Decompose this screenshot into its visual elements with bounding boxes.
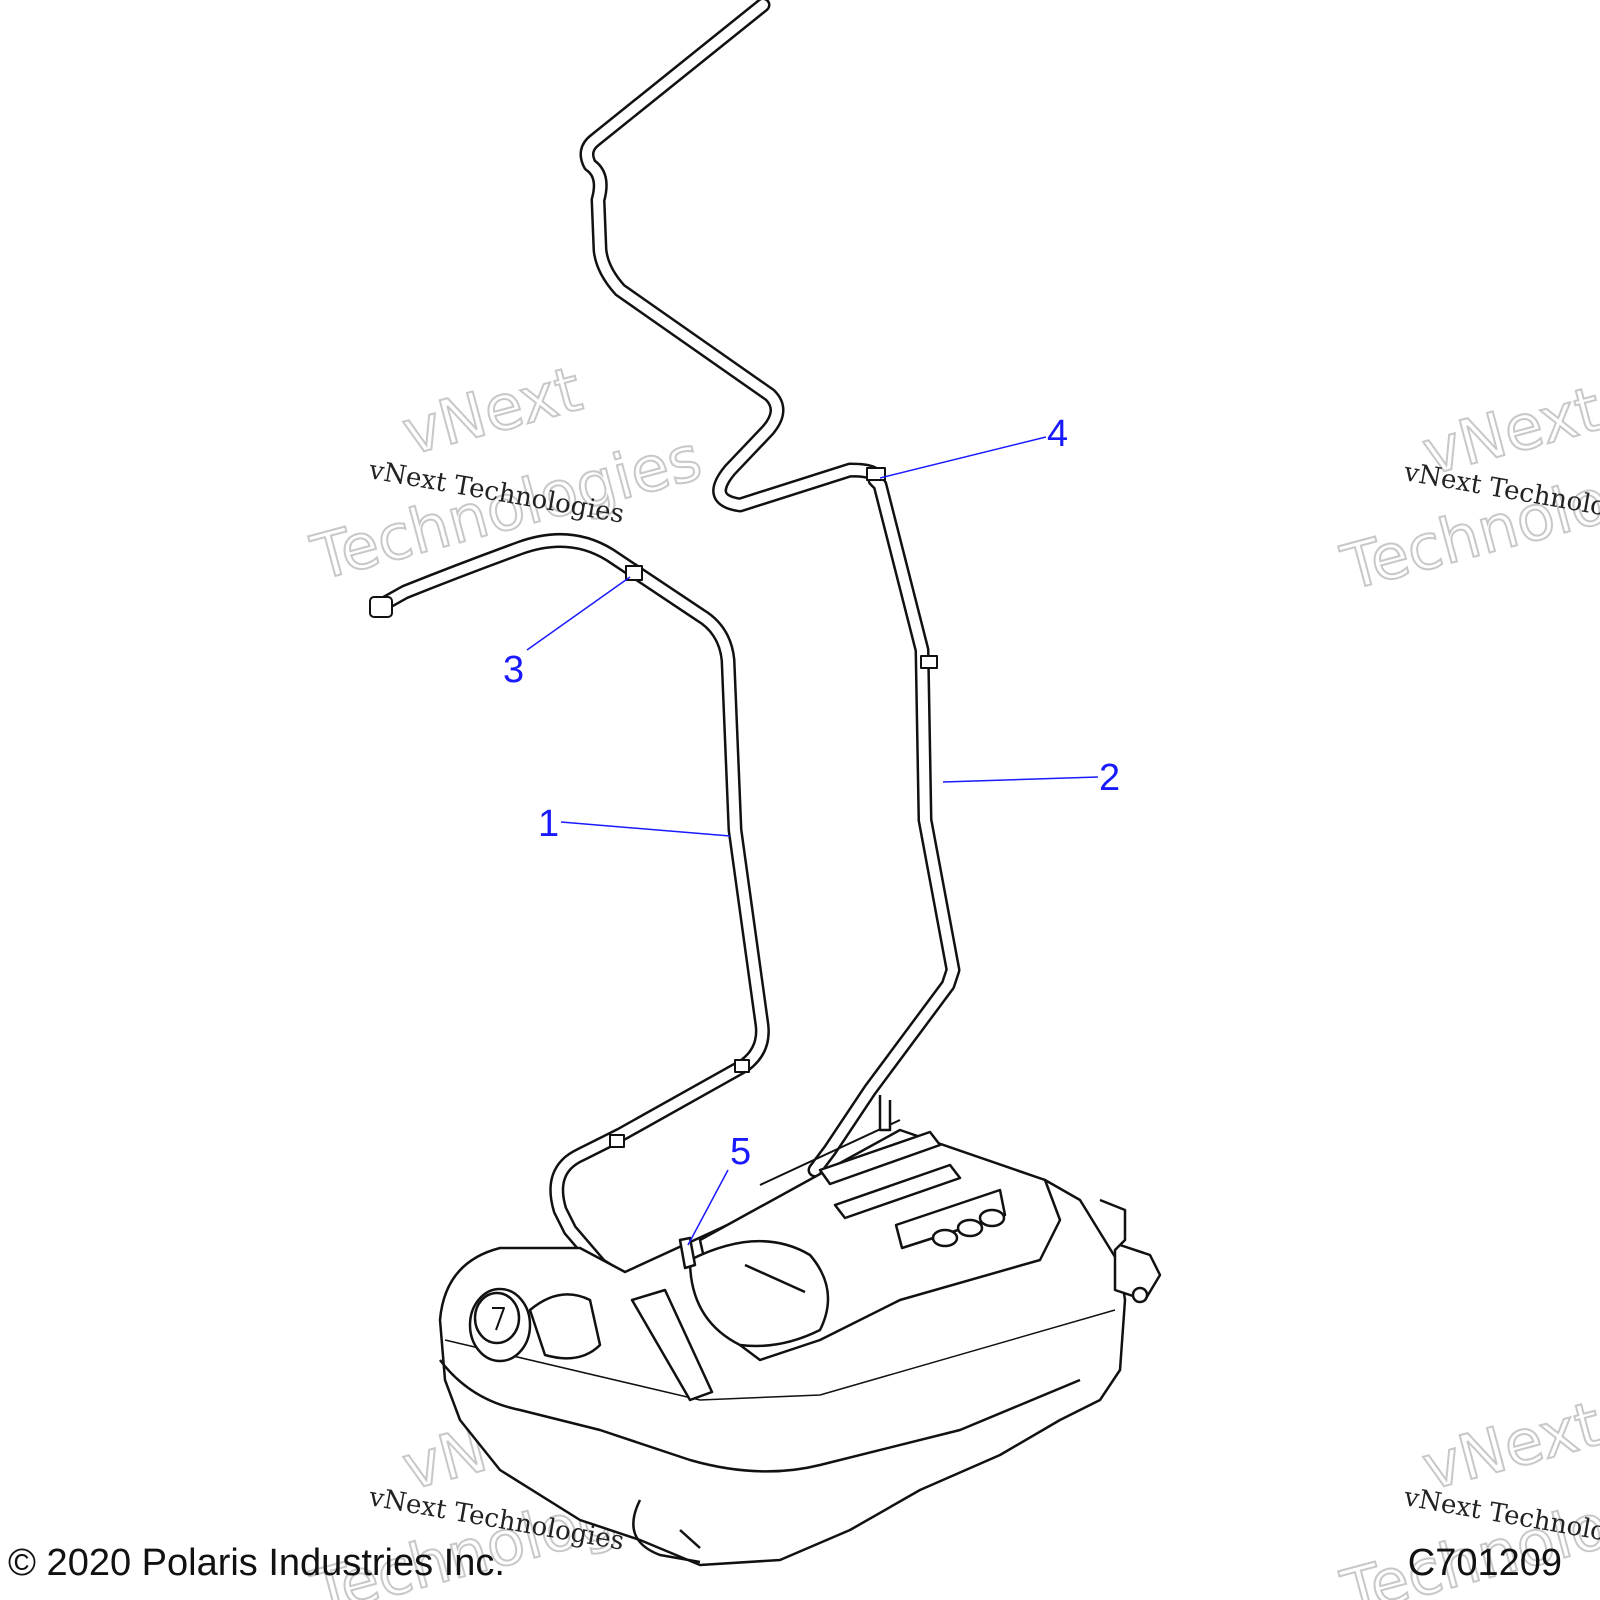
- watermark-big-top: vNext: [1415, 1387, 1600, 1504]
- fuel-hose-1: [369, 532, 770, 1298]
- leader-line-4: [879, 436, 1047, 479]
- watermark-big-top: vNext: [395, 352, 589, 469]
- fuel-tank: [438, 1095, 1162, 1567]
- hose-connector: [734, 1059, 750, 1073]
- hose-connector: [920, 655, 938, 669]
- figure-code: C701209: [1407, 1542, 1562, 1584]
- hose-connector: [609, 1134, 625, 1148]
- watermark-top-right: vNext Technologies vNext Technologies: [1333, 371, 1600, 606]
- callout-2[interactable]: 2: [1099, 757, 1120, 799]
- hose-clamp-3: [625, 565, 643, 581]
- vent-hose-2: [579, 0, 961, 1178]
- hose-end-fitting: [369, 596, 393, 618]
- leader-lines: [526, 436, 1099, 1246]
- callout-5[interactable]: 5: [730, 1131, 751, 1173]
- callout-4[interactable]: 4: [1047, 413, 1068, 455]
- leader-line-5: [687, 1169, 729, 1246]
- hose-clamp-4: [866, 467, 886, 481]
- leader-line-1: [560, 821, 731, 837]
- callout-3[interactable]: 3: [503, 649, 524, 691]
- leader-line-2: [942, 776, 1099, 783]
- leader-line-3: [526, 576, 631, 651]
- copyright-notice: © 2020 Polaris Industries Inc.: [8, 1542, 505, 1584]
- callout-1[interactable]: 1: [538, 803, 559, 845]
